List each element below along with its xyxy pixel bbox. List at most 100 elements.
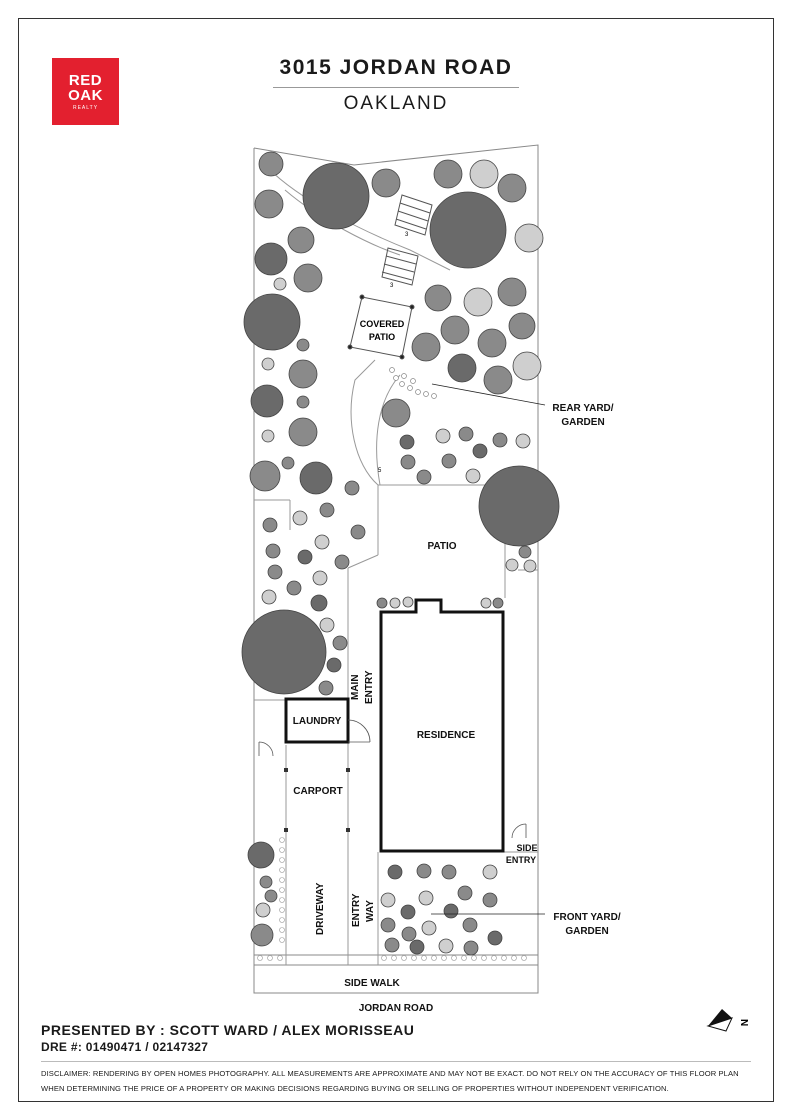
- shrub: [299, 461, 333, 495]
- shrub: [387, 864, 403, 880]
- shrub: [523, 559, 537, 573]
- shrub: [441, 453, 457, 469]
- shrub: [389, 597, 401, 609]
- shrub: [469, 159, 499, 189]
- shrub: [334, 554, 350, 570]
- lot-boundary: [253, 144, 539, 994]
- shrub: [441, 864, 457, 880]
- covered-patio-label-1: COVERED: [360, 319, 405, 329]
- shrub: [296, 395, 310, 409]
- shrub: [409, 939, 425, 955]
- residence-walls: [379, 598, 505, 853]
- property-city: OAKLAND: [343, 93, 449, 114]
- tree: [478, 465, 560, 547]
- covered-patio: [347, 294, 415, 360]
- disclaimer-text: DISCLAIMER: RENDERING BY OPEN HOMES PHOT…: [41, 1069, 739, 1093]
- tree: [243, 293, 301, 351]
- shrub: [416, 469, 432, 485]
- shrub: [487, 930, 503, 946]
- residence-label: RESIDENCE: [417, 730, 476, 741]
- side-entry-label-2: ENTRY: [506, 855, 536, 865]
- rear-yard-label-1: REAR YARD/: [552, 403, 613, 414]
- sidewalk-label: SIDE WALK: [344, 978, 400, 989]
- shrub: [312, 570, 328, 586]
- shrub: [261, 429, 275, 443]
- street-label: JORDAN ROAD: [359, 1003, 433, 1014]
- shrub: [505, 558, 519, 572]
- shrub: [458, 426, 474, 442]
- shrub: [457, 885, 473, 901]
- shrub: [250, 384, 284, 418]
- shrub: [381, 398, 411, 428]
- laundry-walls: [284, 697, 350, 744]
- title-divider: [273, 87, 519, 88]
- shrub: [421, 920, 437, 936]
- shrub: [492, 597, 504, 609]
- shrub: [296, 338, 310, 352]
- shrub: [512, 351, 542, 381]
- stair-count-3: 5: [378, 468, 382, 474]
- shrub: [477, 328, 507, 358]
- shrub: [314, 534, 330, 550]
- shrub: [254, 189, 284, 219]
- shrub: [326, 657, 342, 673]
- landscaping: [241, 151, 560, 956]
- shrub: [261, 357, 275, 371]
- shrub: [259, 875, 273, 889]
- presented-by: PRESENTED BY : SCOTT WARD / ALEX MORISSE…: [41, 1022, 415, 1038]
- main-entry-label-2: ENTRY: [364, 670, 375, 704]
- shrub: [332, 635, 348, 651]
- patio-label: PATIO: [427, 541, 456, 552]
- shrub: [424, 284, 452, 312]
- shrub: [267, 564, 283, 580]
- covered-patio-label-2: PATIO: [369, 332, 395, 342]
- shrub: [400, 454, 416, 470]
- laundry-label: LAUNDRY: [293, 716, 342, 727]
- shrub: [376, 597, 388, 609]
- shrub: [250, 923, 274, 947]
- property-address: 3015 JORDAN ROAD: [279, 56, 513, 79]
- driveway-label: DRIVEWAY: [315, 882, 326, 935]
- rear-yard-label-2: GARDEN: [561, 417, 604, 428]
- shrub: [293, 263, 323, 293]
- shrub: [463, 287, 493, 317]
- stair-count-2: 3: [390, 283, 394, 289]
- shrub: [265, 543, 281, 559]
- shrub: [411, 332, 441, 362]
- entry-way-label-1: ENTRY: [351, 893, 362, 927]
- shrub: [492, 432, 508, 448]
- rear-stairs: [381, 194, 433, 286]
- shrub: [465, 468, 481, 484]
- pebble-border: [389, 367, 437, 399]
- main-entry-label-1: MAIN: [350, 674, 361, 700]
- shrub: [292, 510, 308, 526]
- shrub: [418, 890, 434, 906]
- shrub: [447, 353, 477, 383]
- shrub: [482, 892, 498, 908]
- shrub: [483, 365, 513, 395]
- north-label: N: [738, 1019, 749, 1026]
- shrub: [380, 892, 396, 908]
- page-border: [18, 18, 774, 1102]
- leader-lines: [431, 383, 546, 915]
- shrub: [288, 417, 318, 447]
- tree: [429, 191, 507, 269]
- shrub: [416, 863, 432, 879]
- dre-numbers: DRE #: 01490471 / 02147327: [41, 1040, 209, 1054]
- shrub: [435, 428, 451, 444]
- shrub: [310, 594, 328, 612]
- carport-posts: [284, 768, 350, 832]
- shrub: [264, 889, 278, 903]
- shrub: [515, 433, 531, 449]
- shrub: [262, 517, 278, 533]
- shrub: [440, 315, 470, 345]
- shrub: [518, 545, 532, 559]
- shrub: [273, 277, 287, 291]
- shrub: [402, 596, 414, 608]
- red-oak-logo: RED OAK REALTY: [52, 58, 119, 125]
- shrub: [438, 938, 454, 954]
- shrub: [400, 904, 416, 920]
- shrub: [472, 443, 488, 459]
- shrub: [254, 242, 288, 276]
- shrub: [255, 902, 271, 918]
